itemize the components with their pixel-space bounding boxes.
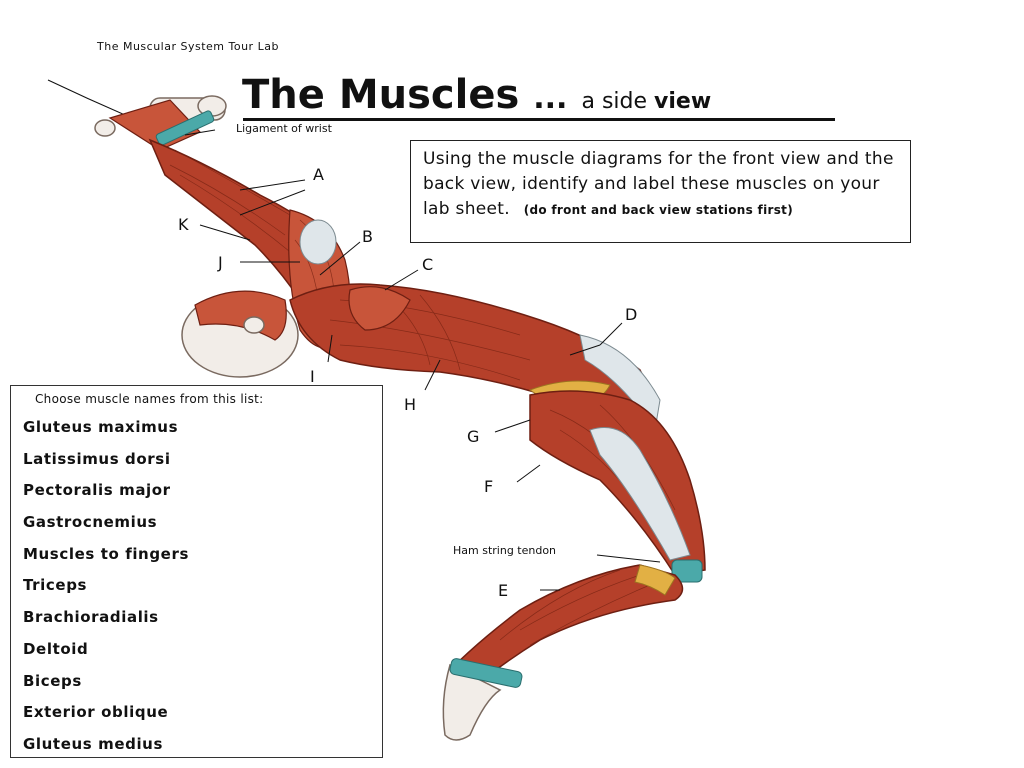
label-D: D <box>625 305 637 324</box>
knee-fat <box>634 564 676 596</box>
lower-leg <box>448 564 684 692</box>
heading-main: The Muscles <box>242 72 520 118</box>
rope <box>47 79 133 119</box>
muscle-names: Gluteus maximus Latissimus dorsi Pectora… <box>23 418 189 767</box>
label-A: A <box>313 165 324 184</box>
list-item: Gastrocnemius <box>23 513 158 532</box>
list-prompt: Choose muscle names from this list: <box>35 392 264 406</box>
heading-dots: ... <box>533 81 568 116</box>
instructions-box: Using the muscle diagrams for the front … <box>410 140 911 243</box>
list-item: Deltoid <box>23 639 89 658</box>
list-item: Exterior oblique <box>23 703 169 722</box>
list-item: Brachioradialis <box>23 608 159 627</box>
wrist-ligament-band <box>155 110 215 146</box>
head <box>181 290 299 378</box>
hand <box>94 95 227 151</box>
muscle-name-list: Choose muscle names from this list: Glut… <box>10 385 383 758</box>
heading-underline <box>243 118 835 121</box>
thigh <box>529 390 706 583</box>
iliotibial-band <box>589 427 691 561</box>
label-I: I <box>310 367 315 386</box>
label-E: E <box>498 581 508 600</box>
list-item: Triceps <box>23 576 88 595</box>
label-G: G <box>467 427 479 446</box>
instructions-text: Using the muscle diagrams for the front … <box>423 149 894 219</box>
list-item: Biceps <box>23 671 82 690</box>
label-hamstring-tendon: Ham string tendon <box>453 544 556 557</box>
list-item: Gluteus medius <box>23 734 163 753</box>
label-C: C <box>422 255 433 274</box>
label-H: H <box>404 395 416 414</box>
shoulder-muscle <box>348 286 411 331</box>
list-item: Muscles to fingers <box>23 544 189 563</box>
heading-sub-b: view <box>654 89 712 114</box>
label-ligament-of-wrist: Ligament of wrist <box>236 122 333 135</box>
label-F: F <box>484 477 493 496</box>
foot <box>442 658 523 741</box>
label-J: J <box>217 253 223 272</box>
instructions-note: (do front and back view stations first) <box>523 203 793 217</box>
ankle-band <box>449 658 523 688</box>
heading-sub-a: a side <box>581 89 655 114</box>
knee-band <box>671 559 703 583</box>
list-item: Pectoralis major <box>23 481 171 500</box>
lab-title: The Muscular System Tour Lab <box>97 40 279 53</box>
page-heading: The Muscles... a side view <box>242 72 711 118</box>
leader-lines <box>184 129 661 591</box>
list-item: Latissimus dorsi <box>23 449 171 468</box>
label-K: K <box>178 215 189 234</box>
label-B: B <box>362 227 373 246</box>
elbow-tendon <box>299 219 337 265</box>
list-item: Gluteus maximus <box>23 418 179 436</box>
